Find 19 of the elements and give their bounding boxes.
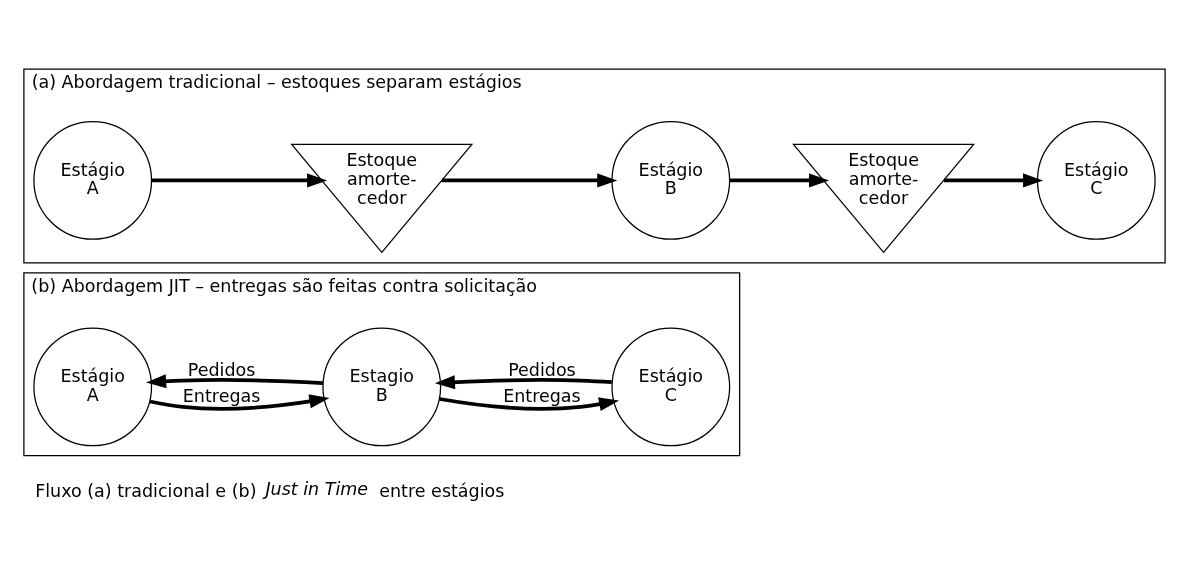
node-circle: Estágio A (33, 120, 153, 240)
caption: Fluxo (a) tradicional e (b) Just in Time entre estágios (35, 479, 505, 501)
node-circle: Estágio B (611, 120, 731, 240)
arrow (943, 173, 1044, 188)
arrow (151, 173, 328, 188)
arrow (730, 173, 830, 188)
node-circle: Estágio C (1036, 120, 1156, 240)
edge-label: Pedidos (508, 359, 576, 380)
node-circle: Estágio C (611, 327, 731, 447)
edge-label: Pedidos (187, 359, 256, 380)
arrow (146, 374, 324, 389)
arrow (434, 375, 612, 390)
node-circle: Estagio B (322, 327, 442, 447)
arrow (149, 394, 330, 411)
edge-label: Entregas (503, 386, 581, 407)
arrow (439, 397, 620, 412)
arrow (442, 173, 618, 188)
node-circle: Estágio A (33, 327, 153, 447)
edge-label: Entregas (182, 386, 261, 407)
